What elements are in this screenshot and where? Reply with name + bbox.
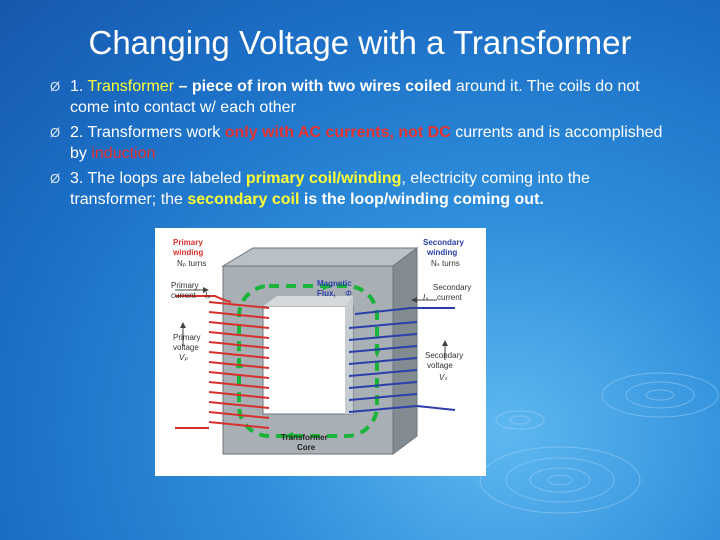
svg-text:current: current <box>437 293 463 302</box>
highlight-term: secondary coil <box>187 191 300 208</box>
magnetic-flux-label: Magnetic <box>317 279 352 288</box>
secondary-winding <box>348 307 456 413</box>
svg-text:Secondary: Secondary <box>425 351 463 360</box>
transformer-svg: Primary winding Nₚ turns Secondary windi… <box>171 238 471 455</box>
svg-text:Nₛ turns: Nₛ turns <box>431 259 460 268</box>
svg-text:Vₚ: Vₚ <box>179 353 188 362</box>
svg-text:Nₚ turns: Nₚ turns <box>177 259 206 268</box>
svg-text:Iₚ: Iₚ <box>205 291 211 300</box>
core-label: Transformer <box>281 433 328 442</box>
bullet-list: Ø 1. Transformer – piece of iron with tw… <box>50 76 680 214</box>
svg-text:winding: winding <box>426 248 457 257</box>
svg-text:voltage: voltage <box>173 343 199 352</box>
svg-text:Secondary: Secondary <box>433 283 471 292</box>
primary-winding-label: Primary <box>173 238 203 247</box>
bullet-item: Ø 2. Transformers work only with AC curr… <box>50 124 663 162</box>
svg-text:current: current <box>171 291 197 300</box>
highlight-term: induction <box>91 145 156 162</box>
svg-text:Core: Core <box>297 443 316 452</box>
bullet-arrow-icon: Ø <box>50 79 61 94</box>
bullet-item: Ø 1. Transformer – piece of iron with tw… <box>50 78 640 116</box>
svg-text:Iₛ: Iₛ <box>423 293 429 302</box>
primary-winding <box>175 295 270 429</box>
svg-text:Vₛ: Vₛ <box>439 373 448 382</box>
bullet-item: Ø 3. The loops are labeled primary coil/… <box>50 170 590 208</box>
bullet-arrow-icon: Ø <box>50 171 61 186</box>
svg-text:Primary: Primary <box>173 333 201 342</box>
secondary-winding-label: Secondary <box>423 238 464 247</box>
slide-title: Changing Voltage with a Transformer <box>88 24 632 61</box>
svg-text:Flux,: Flux, <box>317 289 336 298</box>
transformer-diagram: Primary winding Nₚ turns Secondary windi… <box>155 228 486 476</box>
highlight-term: only with AC currents, not DC <box>224 124 451 141</box>
highlight-term: Transformer <box>87 78 175 95</box>
svg-text:voltage: voltage <box>427 361 453 370</box>
svg-text:Primary: Primary <box>171 281 199 290</box>
bullet-arrow-icon: Ø <box>50 125 61 140</box>
svg-text:winding: winding <box>172 248 203 257</box>
highlight-term: primary coil/winding <box>245 170 402 187</box>
svg-text:Φ: Φ <box>345 289 352 298</box>
